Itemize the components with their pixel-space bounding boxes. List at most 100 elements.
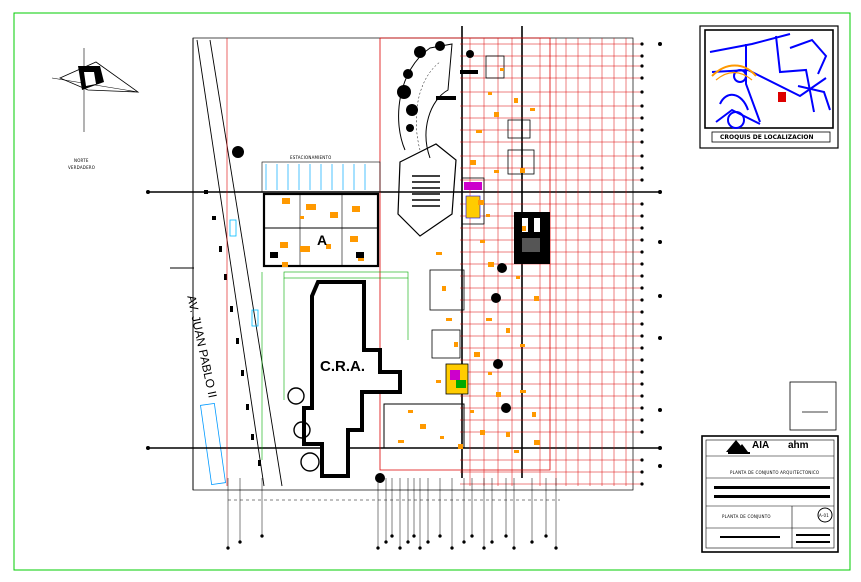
dimension-stub-end <box>554 546 558 550</box>
dimension-stub-end <box>238 540 242 544</box>
furniture-piece <box>506 328 510 333</box>
axis-tick <box>640 418 644 422</box>
avenue-road <box>170 39 283 487</box>
furniture-piece <box>488 262 494 267</box>
axis-tick <box>640 238 644 242</box>
tree-icon <box>497 263 507 273</box>
dimension-stub-end <box>406 540 410 544</box>
tree-icon <box>493 359 503 369</box>
sheet-frame <box>13 12 851 571</box>
dimension-stub-end <box>412 534 416 538</box>
tree-icon <box>397 85 411 99</box>
furniture-piece <box>534 440 540 445</box>
furniture-piece <box>488 372 492 375</box>
axis-tick-major <box>658 294 662 298</box>
furniture-piece <box>436 252 442 255</box>
dimension-stub-end <box>530 540 534 544</box>
round-trees <box>287 387 320 472</box>
auditorium <box>397 143 457 237</box>
furniture-piece <box>442 286 446 291</box>
furniture-piece <box>474 352 480 357</box>
main-axis-lines <box>148 191 660 449</box>
location-title: CROQUIS DE LOCALIZACION <box>720 134 814 141</box>
tree-icons <box>232 41 511 483</box>
logo-mark-icon <box>726 440 750 454</box>
furniture-piece <box>514 450 519 453</box>
furniture-piece <box>300 216 304 219</box>
axis-tick <box>640 54 644 58</box>
dimension-stub-end <box>544 534 548 538</box>
bottom-dimension-stubs <box>226 478 560 550</box>
furniture-piece <box>478 200 484 205</box>
furniture-piece <box>516 276 520 279</box>
tree-icon <box>406 124 414 132</box>
cra-building <box>302 280 402 478</box>
axis-tick <box>640 128 644 132</box>
axis-tick <box>640 482 644 486</box>
furniture-piece <box>326 244 331 249</box>
furniture-piece <box>494 112 499 117</box>
furniture-piece <box>534 296 539 301</box>
furniture-piece <box>522 226 526 231</box>
tree-icon <box>403 69 413 79</box>
car-cyan-2 <box>251 309 259 327</box>
axis-tick <box>640 250 644 254</box>
sheet-number: A-01 <box>819 513 829 518</box>
furniture-piece <box>408 410 413 413</box>
axis-tick <box>640 262 644 266</box>
axis-tick <box>640 370 644 374</box>
tree-icon <box>232 146 244 158</box>
furniture-piece <box>494 170 499 173</box>
axis-tick <box>640 154 644 158</box>
furniture-piece <box>420 424 426 429</box>
axis-tick <box>640 322 644 326</box>
axis-tick <box>640 42 644 46</box>
north-label-1: NORTE <box>74 158 89 163</box>
furniture-piece <box>440 436 444 439</box>
logo-right: ahm <box>788 440 809 451</box>
dimension-stub-end <box>504 534 508 538</box>
axis-tick <box>640 286 644 290</box>
dimension-stub-end <box>470 534 474 538</box>
furniture-piece <box>358 258 364 261</box>
garden-path <box>398 43 453 159</box>
dimension-stub-end <box>450 546 454 550</box>
axis-tick <box>640 226 644 230</box>
parking-area <box>261 161 381 193</box>
furniture-piece <box>436 380 441 383</box>
tree-icon <box>414 46 426 58</box>
axis-tick <box>640 382 644 386</box>
axis-tick <box>640 104 644 108</box>
furniture-piece <box>454 342 458 347</box>
construction-grid <box>460 38 642 486</box>
axis-tick-major <box>658 42 662 46</box>
right-building-blocks <box>383 55 550 449</box>
furniture-piece <box>500 68 504 71</box>
furniture-piece <box>480 240 485 243</box>
axis-tick <box>640 406 644 410</box>
dimension-stub-end <box>418 546 422 550</box>
axis-tick-major <box>658 336 662 340</box>
tree-icon <box>491 293 501 303</box>
axis-tick <box>640 334 644 338</box>
furniture-piece <box>488 92 492 95</box>
tree-icon <box>435 41 445 51</box>
dimension-stub-end <box>226 546 230 550</box>
admin-letter: A <box>317 232 328 248</box>
axis-tick-markers <box>640 42 662 486</box>
orange-furniture <box>282 68 540 453</box>
axis-end-markers <box>146 190 662 450</box>
walkways <box>261 271 409 460</box>
parking-label: ESTACIONAMIENTO <box>290 155 332 160</box>
sheet-name: PLANTA DE CONJUNTO <box>722 514 771 519</box>
admin-building <box>262 192 380 268</box>
axis-tick <box>640 64 644 68</box>
axis-tick-major <box>658 408 662 412</box>
dimension-stub-end <box>438 534 442 538</box>
furniture-piece <box>470 410 474 413</box>
logo-left: AIA <box>752 440 770 451</box>
axis-tick <box>640 214 644 218</box>
axis-tick <box>640 346 644 350</box>
title-block <box>701 435 839 553</box>
axis-tick-major <box>658 464 662 468</box>
